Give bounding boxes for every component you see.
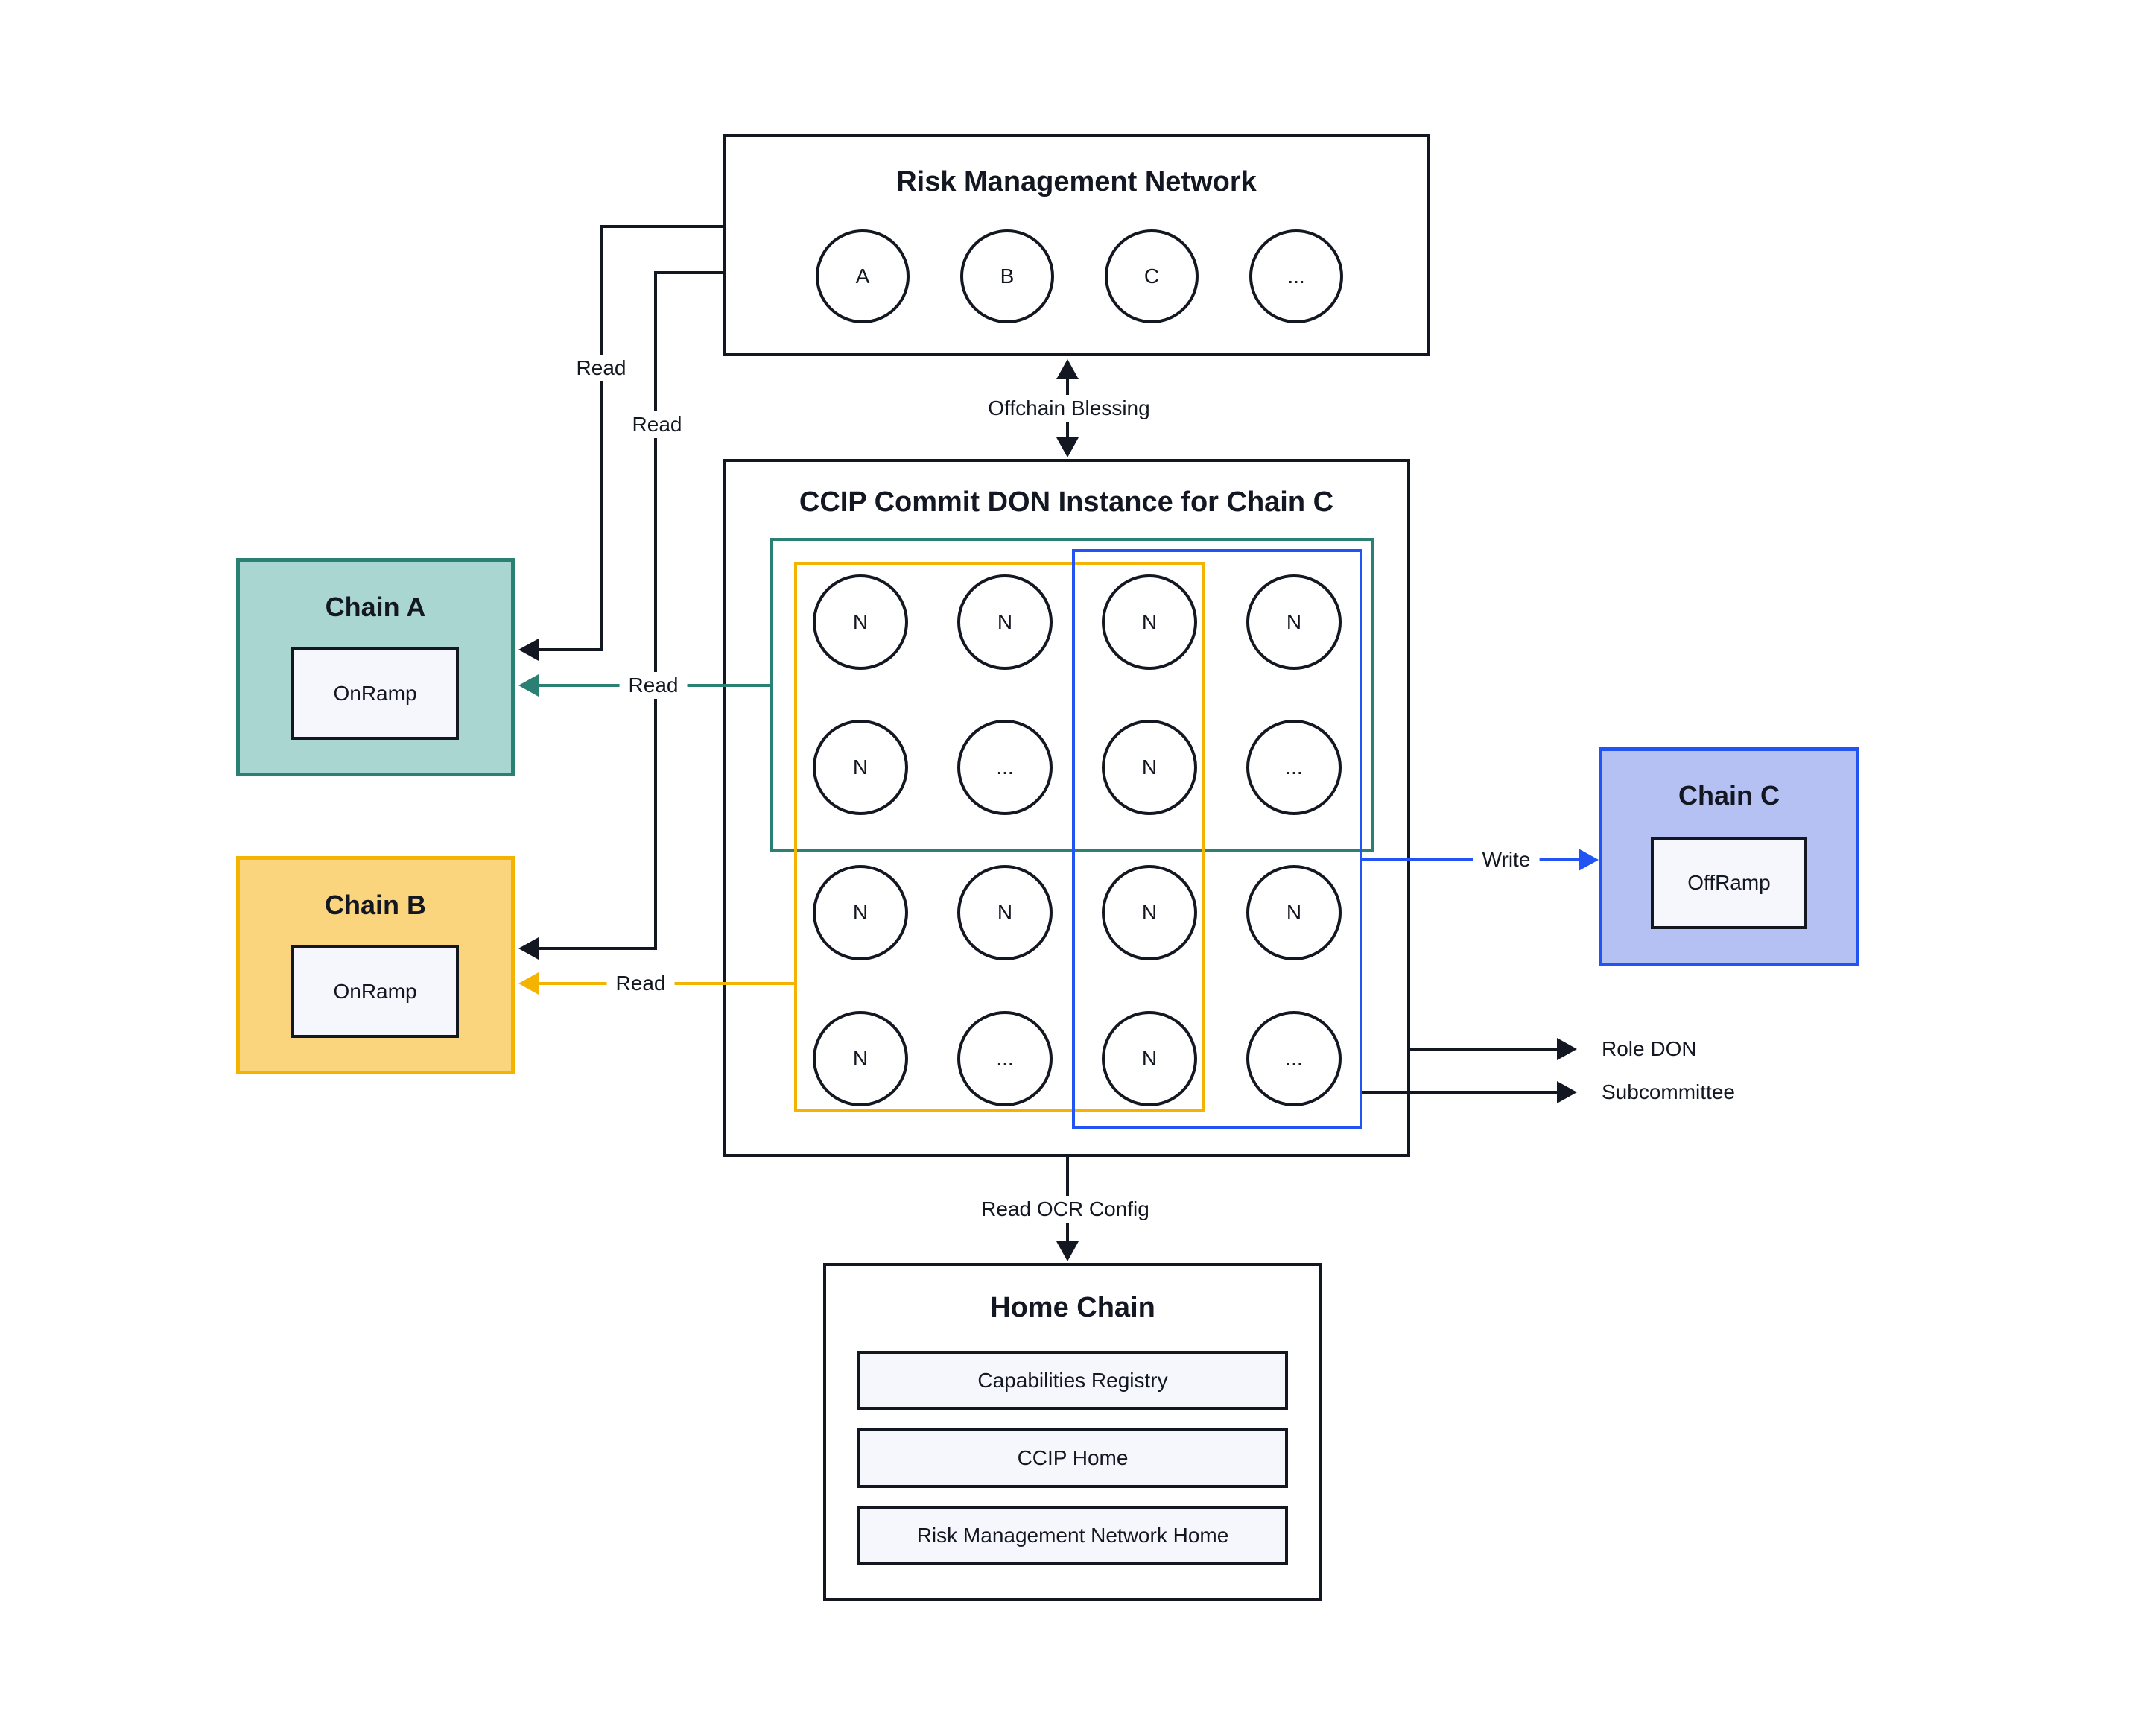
arrowhead-into-chain-b <box>518 937 539 960</box>
don-node: N <box>957 574 1053 670</box>
read-label-rmn-b: Read <box>623 411 691 438</box>
arrowhead-subcommittee <box>1557 1081 1577 1103</box>
edge-rmn-to-chain-a <box>600 225 723 228</box>
home-chain-ccip-home: CCIP Home <box>857 1428 1288 1488</box>
read-ocr-config-label: Read OCR Config <box>972 1196 1158 1223</box>
edge-rmn-to-chain-a <box>536 648 603 651</box>
don-node: ... <box>957 1011 1053 1106</box>
chain-b-title: Chain B <box>324 890 426 920</box>
edge-rmn-to-chain-b <box>536 947 657 950</box>
don-node: N <box>1246 574 1342 670</box>
arrowhead-down <box>1056 437 1079 457</box>
don-node: ... <box>1246 720 1342 815</box>
rmn-node: C <box>1105 229 1199 323</box>
don-node: N <box>1102 720 1197 815</box>
chain-b-onramp: OnRamp <box>291 945 459 1038</box>
edge-role-don <box>1410 1048 1558 1051</box>
don-node: N <box>813 574 908 670</box>
home-chain-rmn-home: Risk Management Network Home <box>857 1506 1288 1565</box>
don-node: N <box>957 865 1053 960</box>
write-label: Write <box>1473 846 1540 873</box>
chain-b-box <box>236 856 515 1074</box>
offchain-blessing-label: Offchain Blessing <box>979 395 1159 422</box>
rmn-node: ... <box>1249 229 1343 323</box>
don-node: ... <box>957 720 1053 815</box>
read-label-don-a: Read <box>619 672 688 699</box>
don-node: ... <box>1246 1011 1342 1106</box>
arrowhead-into-chain-a <box>518 639 539 661</box>
read-label-rmn-a: Read <box>567 355 635 381</box>
edge-subcommittee <box>1362 1091 1558 1094</box>
home-chain-capabilities-registry: Capabilities Registry <box>857 1351 1288 1410</box>
chain-a-title: Chain A <box>325 592 426 622</box>
don-node: N <box>1102 574 1197 670</box>
rmn-node: A <box>816 229 910 323</box>
chain-c-title: Chain C <box>1678 780 1780 811</box>
edge-don-to-chain-c <box>1362 858 1581 861</box>
role-don-label: Role DON <box>1602 1037 1697 1060</box>
read-label-don-b: Read <box>606 970 675 997</box>
subcommittee-label: Subcommittee <box>1602 1080 1735 1103</box>
don-node: N <box>1102 1011 1197 1106</box>
edge-rmn-to-chain-b <box>654 271 657 950</box>
rmn-node: B <box>960 229 1054 323</box>
subset-chain-b-reader <box>794 562 1205 1112</box>
arrowhead-into-home-chain <box>1056 1241 1079 1261</box>
don-node: N <box>813 865 908 960</box>
arrowhead-up <box>1056 359 1079 379</box>
don-node: N <box>1102 865 1197 960</box>
subset-chain-c-writer <box>1072 549 1362 1129</box>
home-chain-title: Home Chain <box>990 1292 1155 1323</box>
don-node: N <box>1246 865 1342 960</box>
arrowhead-blue-into-chain-c <box>1579 849 1599 871</box>
arrowhead-role-don <box>1557 1038 1577 1060</box>
chain-c-offramp: OffRamp <box>1651 837 1807 929</box>
don-node: N <box>813 720 908 815</box>
ccip-don-title: CCIP Commit DON Instance for Chain C <box>799 487 1334 518</box>
don-node: N <box>813 1011 908 1106</box>
edge-rmn-to-chain-b <box>654 271 723 274</box>
edge-rmn-to-chain-a <box>600 225 603 651</box>
arrowhead-yellow-into-chain-b <box>518 972 539 995</box>
chain-a-onramp: OnRamp <box>291 647 459 740</box>
risk-management-network-title: Risk Management Network <box>896 166 1257 197</box>
arrowhead-teal-into-chain-a <box>518 674 539 697</box>
